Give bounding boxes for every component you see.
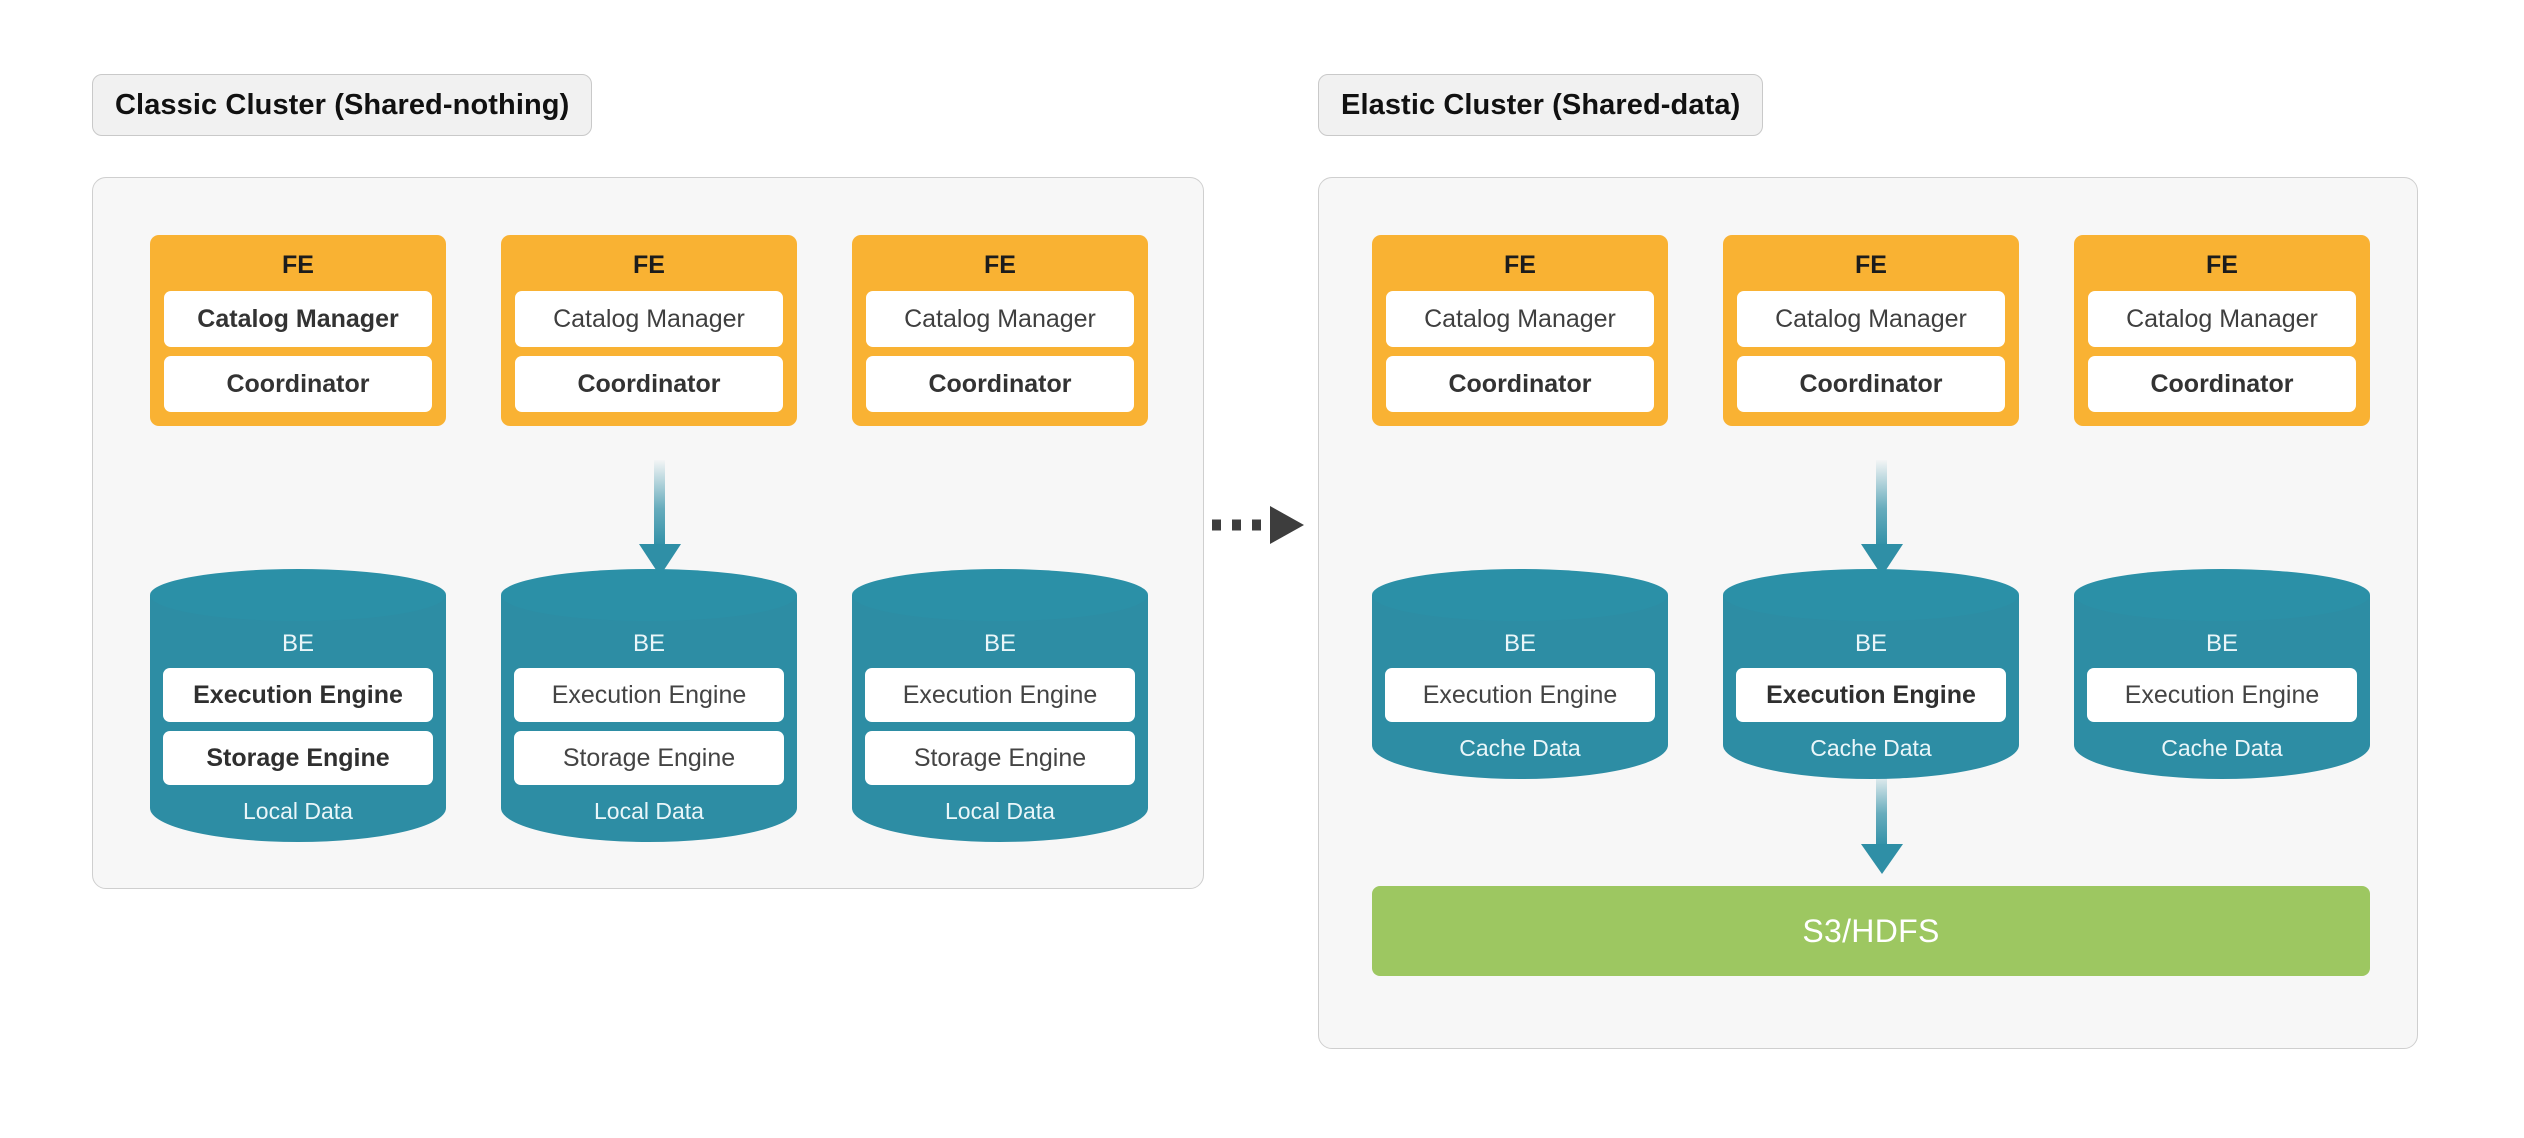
be-node-elastic-1[interactable]: BE Execution Engine Cache Data (1372, 569, 1668, 779)
fe-catalog-manager[interactable]: Catalog Manager (2088, 291, 2356, 347)
fe-node-elastic-2[interactable]: FE Catalog Manager Coordinator (1723, 235, 2019, 426)
cluster-title-elastic: Elastic Cluster (Shared-data) (1318, 74, 1764, 136)
be-data-label: Local Data (594, 798, 704, 824)
storage-s3-hdfs[interactable]: S3/HDFS (1372, 886, 2370, 976)
be-data-label: Cache Data (1459, 735, 1581, 761)
fe-coordinator[interactable]: Coordinator (515, 356, 783, 412)
be-execution-engine[interactable]: Execution Engine (865, 668, 1135, 722)
transition-dashed-arrow-icon (1206, 500, 1316, 555)
fe-node-title: FE (1504, 251, 1536, 279)
fe-node-elastic-3[interactable]: FE Catalog Manager Coordinator (2074, 235, 2370, 426)
be-node-title: BE (281, 630, 314, 657)
be-node-classic-1[interactable]: BE Execution Engine Storage Engine Local… (150, 569, 446, 842)
fe-catalog-manager[interactable]: Catalog Manager (164, 291, 432, 347)
fe-node-title: FE (282, 251, 314, 279)
cylinder-top-cap (1372, 569, 1668, 621)
be-storage-engine[interactable]: Storage Engine (163, 731, 433, 785)
be-node-title: BE (983, 630, 1016, 657)
fe-coordinator[interactable]: Coordinator (2088, 356, 2356, 412)
fe-coordinator[interactable]: Coordinator (1737, 356, 2005, 412)
be-execution-engine[interactable]: Execution Engine (2087, 668, 2357, 722)
be-execution-engine[interactable]: Execution Engine (163, 668, 433, 722)
be-node-elastic-2[interactable]: BE Execution Engine Cache Data (1723, 569, 2019, 779)
cylinder-top-cap (852, 569, 1148, 621)
fe-coordinator[interactable]: Coordinator (164, 356, 432, 412)
fe-catalog-manager[interactable]: Catalog Manager (1386, 291, 1654, 347)
fe-catalog-manager[interactable]: Catalog Manager (515, 291, 783, 347)
fe-node-elastic-1[interactable]: FE Catalog Manager Coordinator (1372, 235, 1668, 426)
arrow-fe-to-be-elastic (1849, 460, 1915, 578)
be-node-classic-2[interactable]: BE Execution Engine Storage Engine Local… (501, 569, 797, 842)
be-data-label: Local Data (243, 798, 353, 824)
be-data-label: Cache Data (1810, 735, 1932, 761)
be-node-title: BE (632, 630, 665, 657)
storage-label: S3/HDFS (1802, 912, 1940, 949)
fe-node-title: FE (2206, 251, 2238, 279)
be-execution-engine[interactable]: Execution Engine (1736, 668, 2006, 722)
fe-coordinator[interactable]: Coordinator (1386, 356, 1654, 412)
fe-coordinator[interactable]: Coordinator (866, 356, 1134, 412)
fe-node-classic-2[interactable]: FE Catalog Manager Coordinator (501, 235, 797, 426)
fe-node-classic-1[interactable]: FE Catalog Manager Coordinator (150, 235, 446, 426)
cylinder-top-cap (501, 569, 797, 621)
be-node-classic-3[interactable]: BE Execution Engine Storage Engine Local… (852, 569, 1148, 842)
be-data-label: Local Data (945, 798, 1055, 824)
be-node-title: BE (2205, 630, 2238, 657)
fe-node-classic-3[interactable]: FE Catalog Manager Coordinator (852, 235, 1148, 426)
be-node-elastic-3[interactable]: BE Execution Engine Cache Data (2074, 569, 2370, 779)
be-node-title: BE (1503, 630, 1536, 657)
cluster-title-classic: Classic Cluster (Shared-nothing) (92, 74, 593, 136)
be-storage-engine[interactable]: Storage Engine (865, 731, 1135, 785)
cylinder-top-cap (1723, 569, 2019, 621)
be-node-title: BE (1854, 630, 1887, 657)
be-execution-engine[interactable]: Execution Engine (514, 668, 784, 722)
be-storage-engine[interactable]: Storage Engine (514, 731, 784, 785)
arrow-fe-to-be-classic (627, 460, 693, 578)
cylinder-top-cap (150, 569, 446, 621)
cylinder-top-cap (2074, 569, 2370, 621)
fe-node-title: FE (984, 251, 1016, 279)
fe-node-title: FE (633, 251, 665, 279)
arrow-be-to-storage-elastic (1849, 772, 1915, 876)
be-data-label: Cache Data (2161, 735, 2283, 761)
be-execution-engine[interactable]: Execution Engine (1385, 668, 1655, 722)
fe-catalog-manager[interactable]: Catalog Manager (1737, 291, 2005, 347)
fe-node-title: FE (1855, 251, 1887, 279)
fe-catalog-manager[interactable]: Catalog Manager (866, 291, 1134, 347)
